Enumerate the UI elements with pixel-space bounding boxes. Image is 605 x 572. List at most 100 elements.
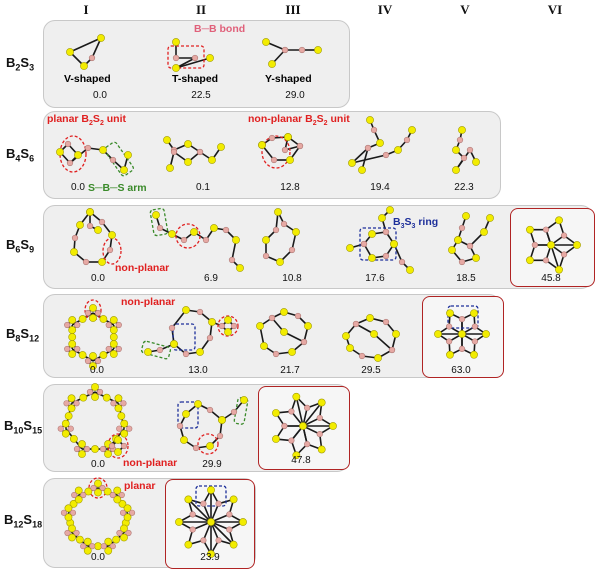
sulfur-atom xyxy=(120,429,129,438)
sulfur-atom xyxy=(452,166,460,174)
boron-atom xyxy=(115,321,122,329)
sulfur-atom xyxy=(462,212,470,220)
col-header-3: III xyxy=(285,2,301,17)
sulfur-atom xyxy=(114,448,122,456)
sulfur-atom xyxy=(109,333,118,341)
sulfur-atom xyxy=(260,342,268,350)
boron-atom xyxy=(288,408,295,415)
sulfur-atom xyxy=(120,533,128,542)
sulfur-atom xyxy=(434,330,442,338)
sulfur-atom xyxy=(104,537,113,546)
boron-atom xyxy=(200,537,207,544)
sulfur-atom xyxy=(91,393,99,401)
energy-b10s15-2: 29.9 xyxy=(202,459,222,470)
energy-b8s12-2: 13.0 xyxy=(188,365,208,376)
boron-atom xyxy=(382,228,390,236)
sulfur-atom xyxy=(89,304,97,312)
sulfur-atom xyxy=(180,436,188,444)
formula-b10s15: B10S15 xyxy=(4,418,43,436)
sulfur-atom xyxy=(358,166,366,174)
boron-atom xyxy=(118,491,125,499)
sulfur-atom xyxy=(75,535,84,544)
sulfur-atom xyxy=(67,404,76,413)
label-t-shaped: T-shaped xyxy=(172,73,219,85)
boron-atom xyxy=(126,425,133,432)
sulfur-atom xyxy=(446,350,454,359)
sulfur-atom xyxy=(292,228,300,236)
energy-b10s15-1: 0.0 xyxy=(91,459,105,470)
boron-atom xyxy=(69,509,77,516)
boron-atom xyxy=(360,240,368,248)
sulfur-atom xyxy=(317,398,326,407)
sulfur-atom xyxy=(64,513,73,522)
boron-atom xyxy=(218,322,226,330)
label-bb-bond: B─B bond xyxy=(194,23,246,35)
boron-atom xyxy=(182,350,190,358)
sulfur-atom xyxy=(144,348,152,356)
boron-atom xyxy=(298,46,306,54)
sulfur-atom xyxy=(118,500,127,508)
sulfur-atom xyxy=(184,140,192,148)
highlight-box xyxy=(172,323,196,351)
boron-atom xyxy=(64,140,72,148)
highlight-box xyxy=(177,401,199,429)
boron-atom xyxy=(471,323,478,330)
bond xyxy=(351,154,387,164)
sulfur-atom xyxy=(112,535,121,544)
highlight-box xyxy=(104,141,134,177)
sulfur-atom xyxy=(68,316,77,324)
highlight-box xyxy=(140,340,172,360)
sulfur-atom xyxy=(172,64,180,72)
sulfur-atom xyxy=(547,241,555,249)
sulfur-atom xyxy=(184,495,193,504)
boron-atom xyxy=(230,322,238,330)
boron-atom xyxy=(458,258,466,266)
boron-atom xyxy=(156,346,164,354)
sulfur-atom xyxy=(190,228,198,236)
sulfur-atom xyxy=(109,340,118,348)
boron-atom xyxy=(64,529,71,537)
boron-atom xyxy=(272,226,280,234)
boron-atom xyxy=(304,404,311,411)
sulfur-atom xyxy=(168,230,176,238)
boron-atom xyxy=(168,324,176,332)
boron-atom xyxy=(280,220,288,228)
sulfur-atom xyxy=(76,221,84,229)
sulfur-atom xyxy=(342,332,350,340)
sulfur-atom xyxy=(104,546,113,555)
boron-atom xyxy=(202,236,210,244)
sulfur-atom xyxy=(117,412,126,420)
boron-atom xyxy=(63,400,70,407)
sulfur-atom xyxy=(386,206,394,214)
highlight-ellipse xyxy=(84,299,102,321)
sulfur-atom xyxy=(184,540,193,549)
energy-b12s18-1: 0.0 xyxy=(91,552,105,563)
bond xyxy=(373,333,393,351)
boron-atom xyxy=(96,388,104,396)
label-nonplanar-b2s2-unit: non-planar B2S2 unit xyxy=(248,113,350,128)
boron-atom xyxy=(172,54,180,62)
sulfur-atom xyxy=(99,315,108,323)
sulfur-atom xyxy=(114,404,123,413)
sulfur-atom xyxy=(74,495,83,504)
sulfur-atom xyxy=(98,258,106,266)
energy-b2s3-1: 0.0 xyxy=(93,90,107,101)
sulfur-atom xyxy=(217,143,225,151)
sulfur-atom xyxy=(120,166,128,174)
boron-atom xyxy=(560,232,568,239)
boron-atom xyxy=(288,246,296,254)
sulfur-atom xyxy=(272,409,280,417)
sulfur-atom xyxy=(206,54,214,62)
sulfur-atom xyxy=(573,241,581,249)
boron-atom xyxy=(352,320,360,328)
boron-atom xyxy=(270,156,278,164)
sulfur-atom xyxy=(124,151,132,159)
sulfur-atom xyxy=(317,445,326,454)
boron-atom xyxy=(304,441,311,448)
boron-atom xyxy=(170,148,178,156)
boron-atom xyxy=(560,251,568,258)
sulfur-atom xyxy=(78,315,87,323)
sulfur-atom xyxy=(472,254,480,262)
boron-atom xyxy=(84,144,92,152)
